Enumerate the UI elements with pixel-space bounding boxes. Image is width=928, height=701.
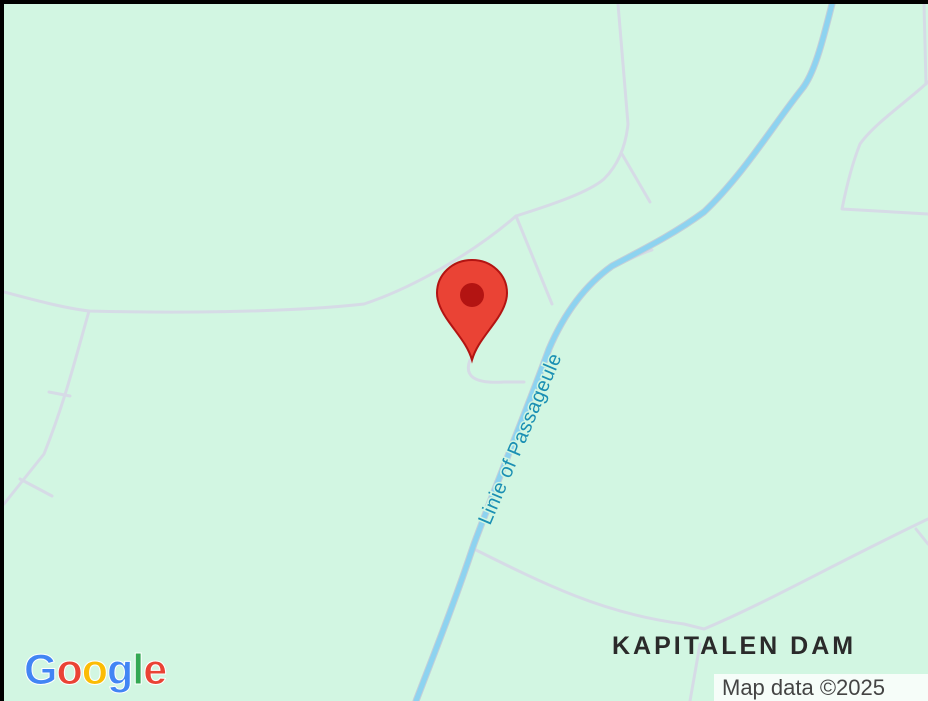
map-attribution[interactable]: Map data ©2025 [714,674,928,701]
road-bottom-corner [914,527,928,546]
road-bottom-exit [688,642,702,701]
canal-line [413,4,835,701]
map-pin-icon [435,258,509,364]
google-logo-letter: e [143,646,168,694]
water-label: Linie of Passageule [474,350,566,528]
google-logo-letter: g [107,646,134,694]
road-right-top [840,80,928,216]
road-left-stub-1 [47,390,72,398]
google-logo[interactable]: Google [23,646,168,694]
waterways [412,4,836,701]
canal-edge [412,4,836,701]
map-canvas[interactable]: Linie of Passageule KAPITALEN DAM Google… [4,4,928,701]
map-layers: Linie of Passageule [4,4,928,701]
google-logo-letter: o [81,646,108,694]
district-label: KAPITALEN DAM [612,632,857,660]
road-bottom-lower [472,547,706,631]
road-left-branch [4,309,91,506]
map-pin-dot [460,283,484,307]
google-logo-letter: G [23,646,57,694]
road-diagonal-down [514,214,554,306]
google-logo-letter: o [56,646,83,694]
road-marker-loop [467,358,526,384]
road-bottom-right [702,517,928,631]
road-right-edge [922,4,928,86]
google-logo-letter: l [132,646,145,694]
road-left-stub-2 [18,477,54,498]
location-marker[interactable] [435,258,509,364]
road-junction-spur [620,152,652,204]
road-top-winding [4,4,630,314]
